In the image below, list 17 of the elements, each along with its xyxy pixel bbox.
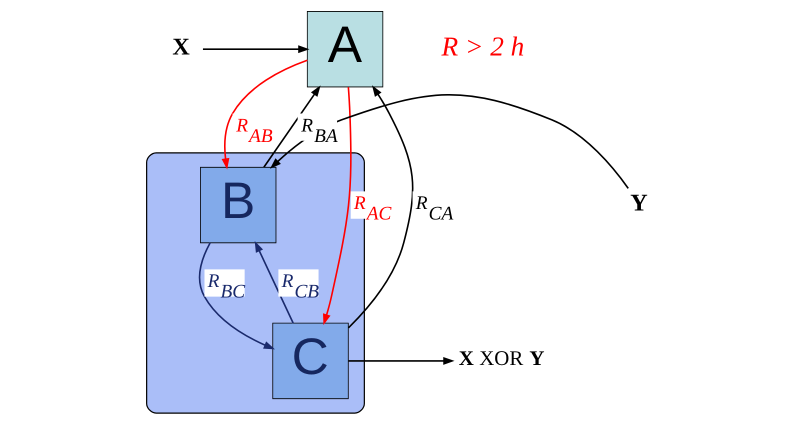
node-box: B (200, 166, 276, 244)
arrow (254, 241, 294, 324)
node-text: X (172, 34, 190, 60)
arrow (348, 356, 455, 365)
node-text: Y (630, 190, 648, 216)
arrow (270, 94, 629, 189)
node-text: X XOR Y (458, 346, 545, 370)
arrow (348, 85, 414, 328)
arrow (263, 85, 321, 168)
label: R > 2 h (441, 31, 524, 62)
arrow (323, 87, 352, 326)
arrow (198, 242, 275, 350)
cluster (146, 152, 365, 414)
arrow (222, 60, 308, 170)
node-box: C (272, 322, 349, 400)
arrow (202, 45, 310, 54)
node-box: A (306, 11, 384, 88)
